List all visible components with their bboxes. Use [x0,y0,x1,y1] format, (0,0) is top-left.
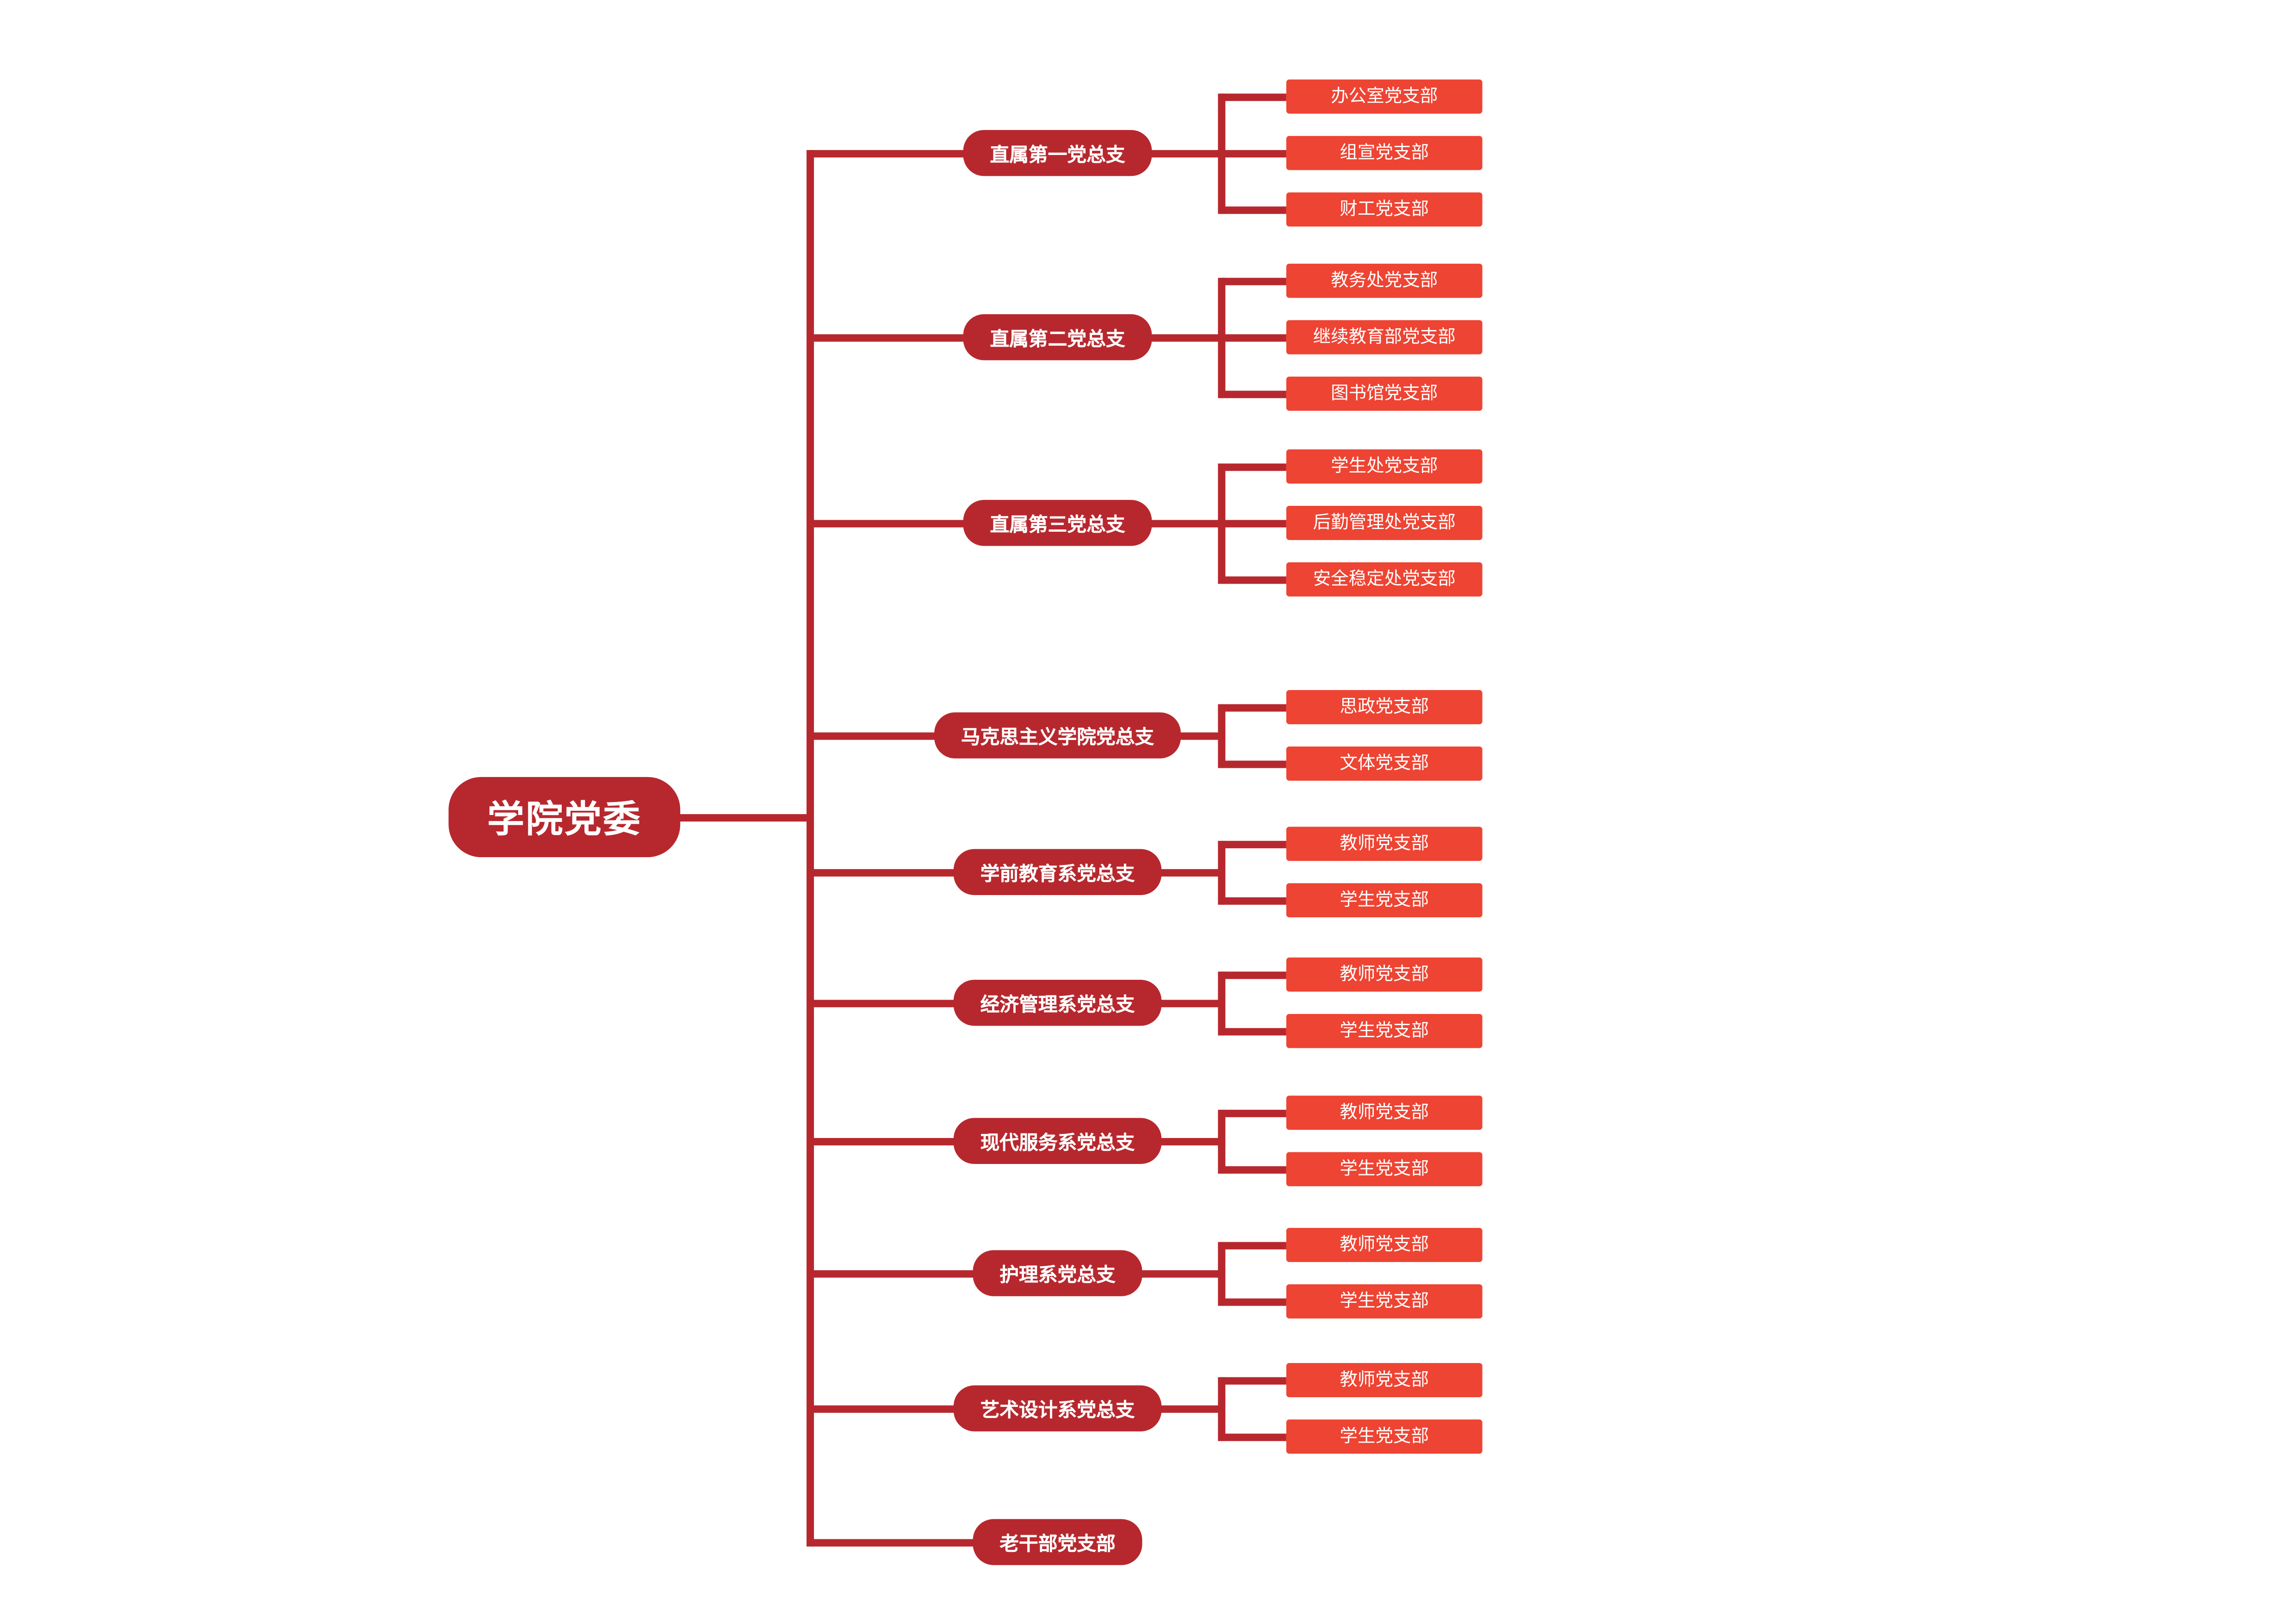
children-spine-line [1217,462,1225,583]
party-branch-node: 继续教育部党支部 [1286,320,1483,355]
child-connector-line [1221,1297,1286,1305]
children-spine-line [1217,1241,1225,1305]
general-branch-node: 艺术设计系党总支 [953,1385,1162,1431]
general-branch-node: 现代服务系党总支 [953,1118,1162,1164]
child-connector-line [1221,1433,1286,1441]
party-branch-node: 组宣党支部 [1286,136,1483,170]
general-branch-node: 马克思主义学院党总支 [934,712,1181,759]
party-branch-node: 学生处党支部 [1286,449,1483,484]
party-branch-node: 学生党支部 [1286,1419,1483,1454]
child-connector-line [1221,93,1286,100]
child-connector-line [1221,896,1286,904]
child-connector-line [1221,333,1286,341]
child-connector-line [1221,277,1286,285]
child-connector-line [1221,759,1286,767]
children-spine-line [1217,971,1225,1035]
general-branch-node: 经济管理系党总支 [953,979,1162,1026]
general-branch-node: 直属第一党总支 [963,130,1152,176]
party-branch-node: 教师党支部 [1286,827,1483,861]
child-connector-line [1221,1376,1286,1384]
party-branch-node: 文体党支部 [1286,747,1483,781]
party-branch-node: 后勤管理处党支部 [1286,506,1483,540]
children-spine-line [1217,277,1225,398]
party-branch-node: 教师党支部 [1286,957,1483,992]
general-branch-node: 老干部党支部 [973,1519,1142,1565]
children-spine-line [1217,840,1225,904]
party-branch-node: 图书馆党支部 [1286,376,1483,411]
main-spine-line [806,149,813,1546]
party-branch-node: 学生党支部 [1286,883,1483,918]
child-connector-line [1221,1109,1286,1117]
child-connector-line [1221,840,1286,848]
child-connector-line [1221,1165,1286,1173]
children-spine-line [1217,93,1225,213]
party-branch-node: 安全稳定处党支部 [1286,562,1483,597]
party-branch-node: 学生党支部 [1286,1284,1483,1319]
child-connector-line [1221,462,1286,470]
child-connector-line [1221,575,1286,583]
party-branch-node: 办公室党支部 [1286,79,1483,114]
children-spine-line [1217,1109,1225,1173]
party-branch-node: 财工党支部 [1286,192,1483,227]
party-branch-node: 教师党支部 [1286,1363,1483,1398]
child-connector-line [1221,971,1286,978]
party-branch-node: 学生党支部 [1286,1014,1483,1048]
party-branch-node: 教师党支部 [1286,1228,1483,1262]
general-branch-node: 直属第三党总支 [963,500,1152,546]
party-branch-node: 教师党支部 [1286,1095,1483,1130]
child-connector-line [1221,1241,1286,1249]
child-connector-line [1221,149,1286,157]
root-node: 学院党委 [448,777,681,858]
party-branch-node: 学生党支部 [1286,1152,1483,1187]
general-branch-node: 学前教育系党总支 [953,849,1162,896]
child-connector-line [1221,390,1286,398]
general-branch-node: 护理系党总支 [973,1250,1142,1296]
children-spine-line [1217,703,1225,767]
party-branch-node: 教务处党支部 [1286,263,1483,298]
party-branch-node: 思政党支部 [1286,690,1483,724]
children-spine-line [1217,1376,1225,1441]
child-connector-line [1221,205,1286,213]
child-connector-line [1221,519,1286,527]
child-connector-line [1221,703,1286,711]
general-branch-node: 直属第二党总支 [963,314,1152,361]
child-connector-line [1221,1027,1286,1035]
